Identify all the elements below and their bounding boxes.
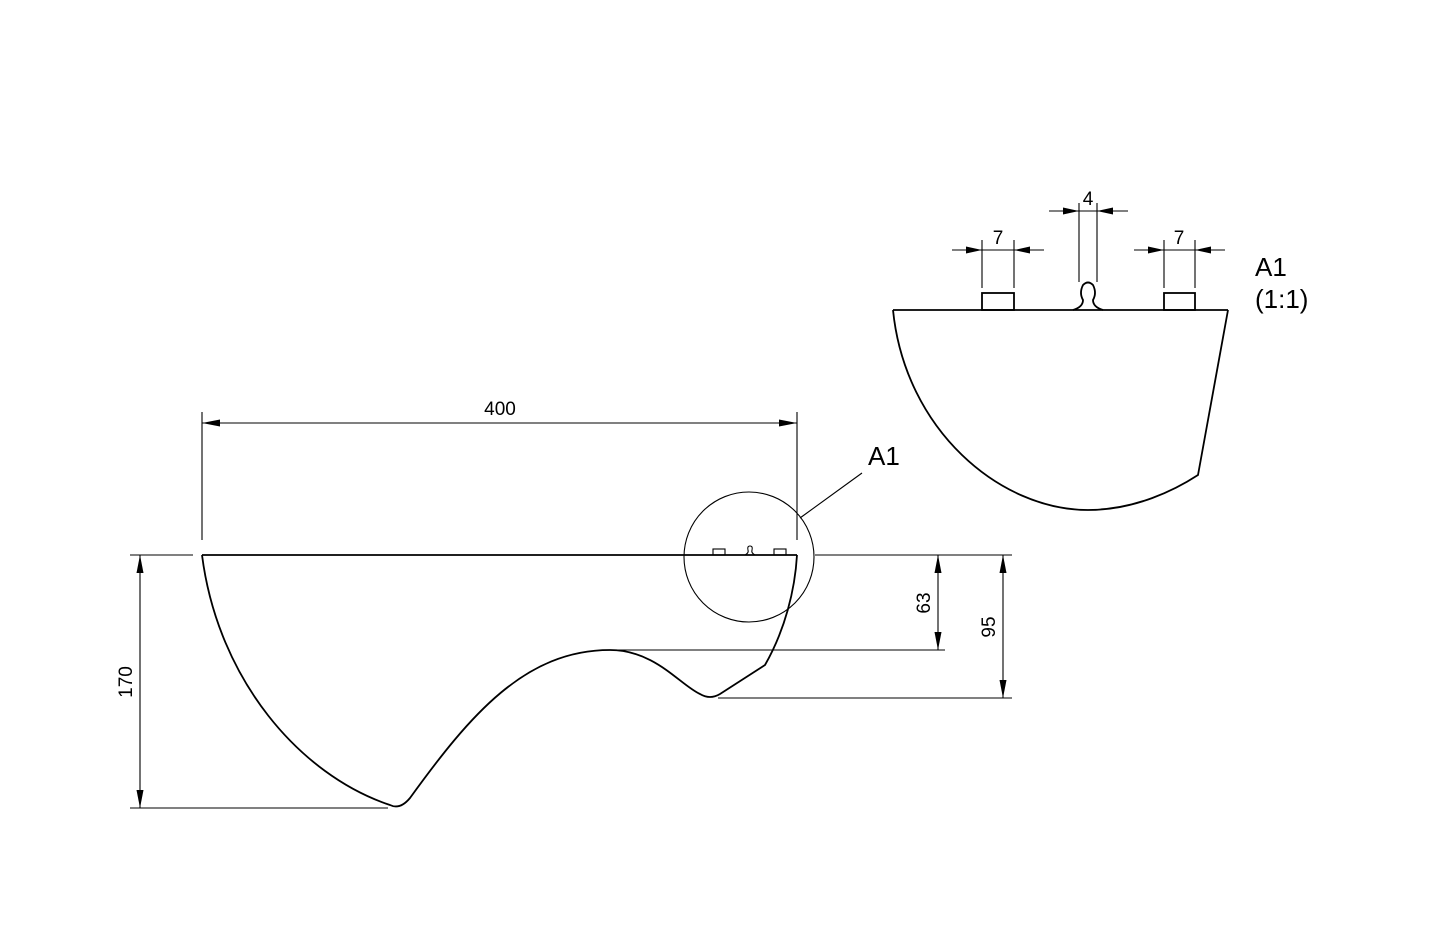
dim-height-arrow-bottom <box>136 790 144 808</box>
dim-height-arrow-top <box>136 555 144 573</box>
detail-callout-circle <box>683 491 815 623</box>
detail-dim-right-text: 7 <box>1174 228 1185 249</box>
dim-63-arrow-bottom <box>934 632 942 650</box>
dim-95-arrow-top <box>999 555 1007 573</box>
detail-dim-center-arrow-b <box>1097 207 1113 215</box>
dim-depth-notch: 95 <box>979 555 1007 698</box>
dim-95-text: 95 <box>979 616 1000 637</box>
detail-right-tab <box>1163 292 1196 311</box>
detail-dim-center-arrow-a <box>1063 207 1079 215</box>
dim-width-arrow-right <box>779 419 797 427</box>
dim-width-text: 400 <box>484 399 516 420</box>
main-center-slot <box>744 545 756 556</box>
dim-63-arrow-top <box>934 555 942 573</box>
detail-view: 7 4 7 A1 (1:1) <box>892 189 1308 511</box>
dim-63-text: 63 <box>914 592 935 613</box>
dim-width: 400 <box>201 399 798 540</box>
dim-depth-inner: 63 <box>914 555 942 650</box>
detail-callout-leader <box>799 472 863 519</box>
detail-callout-label: A1 <box>868 441 900 471</box>
detail-dim-right-arrow-a <box>1148 246 1164 254</box>
detail-dim-left-arrow-a <box>966 246 982 254</box>
detail-dim-left-text: 7 <box>993 228 1004 249</box>
main-left-tab <box>712 548 726 556</box>
main-part-profile <box>201 554 798 808</box>
detail-left-tab <box>981 292 1015 311</box>
detail-dim-right: 7 <box>1134 228 1225 288</box>
detail-scale: (1:1) <box>1255 284 1308 314</box>
dim-95-arrow-bottom <box>999 680 1007 698</box>
detail-dim-center: 4 <box>1049 189 1128 282</box>
detail-dim-right-arrow-b <box>1195 246 1211 254</box>
main-right-tab <box>773 548 787 556</box>
detail-profile <box>892 309 1229 511</box>
dim-height-text: 170 <box>116 666 137 698</box>
dim-height-total: 170 <box>116 554 388 809</box>
detail-center-slot <box>1072 281 1104 311</box>
detail-dim-left-arrow-b <box>1014 246 1030 254</box>
detail-title: A1 <box>1255 252 1287 282</box>
detail-dim-center-text: 4 <box>1083 189 1094 210</box>
dim-width-arrow-left <box>202 419 220 427</box>
main-view: A1 400 170 63 <box>116 399 1012 809</box>
detail-dim-left: 7 <box>952 228 1044 288</box>
